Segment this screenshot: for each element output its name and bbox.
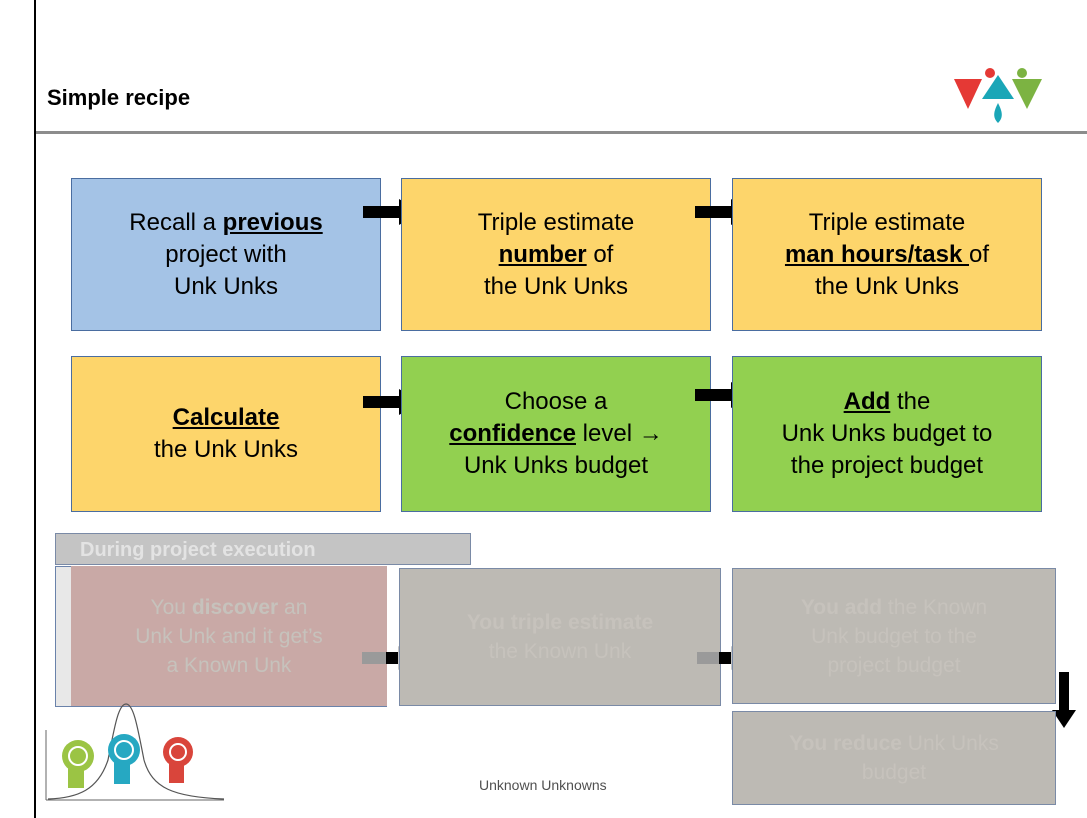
slide-left-border	[34, 0, 36, 818]
step-keyword: Calculate	[172, 404, 280, 431]
step-text: the project budget	[790, 452, 984, 479]
step-text: the Unk Unks	[483, 272, 629, 300]
step-text: project budget	[827, 653, 961, 677]
step-triple-estimate-man-hours: Triple estimate man hours/task of the Un…	[732, 178, 1042, 331]
step-text: level →	[576, 420, 663, 447]
step-recall-previous-project: Recall a previous project with Unk Unks	[71, 178, 381, 331]
step-keyword: confidence	[449, 420, 576, 447]
heads-bell-curve-icon	[45, 703, 225, 801]
step-choose-confidence-level: Choose a confidence level → Unk Unks bud…	[401, 356, 711, 512]
execution-step-reduce-budget: You reduce Unk Unks budget	[732, 711, 1056, 805]
step-keyword: previous	[222, 208, 323, 236]
step-text: budget	[861, 761, 927, 784]
step-text: Choose a	[504, 388, 608, 415]
execution-step-discover: You discover an Unk Unk and it get’s a K…	[71, 566, 387, 706]
slide-title: Simple recipe	[47, 85, 191, 110]
step-text: Unk Unks	[173, 272, 279, 300]
arrow-down-icon	[1052, 672, 1076, 728]
execution-header: During project execution	[55, 533, 471, 565]
execution-step-add-known-unk: You add the Known Unk budget to the proj…	[732, 568, 1056, 704]
step-keyword: man hours/task	[784, 240, 970, 268]
step-text: You	[150, 595, 192, 619]
step-text: a Known Unk	[166, 653, 292, 677]
step-text: the	[890, 388, 931, 415]
step-text: the Unk Unks	[814, 272, 960, 300]
step-text: the Known Unk	[488, 640, 632, 663]
step-text: Triple estimate	[808, 208, 966, 236]
step-add-to-project-budget: Add the Unk Unks budget to the project b…	[732, 356, 1042, 512]
step-keyword: You add	[800, 595, 883, 619]
step-keyword: discover	[191, 595, 279, 619]
slide-footer: Unknown Unknowns	[479, 777, 607, 793]
company-logo	[954, 68, 1042, 123]
step-text: of	[586, 240, 614, 268]
step-keyword: Add	[843, 388, 891, 415]
step-text: the Unk Unks	[153, 436, 299, 463]
step-keyword: You reduce	[789, 732, 902, 755]
step-keyword: number	[498, 240, 587, 268]
step-calculate-unk-unks: Calculate the Unk Unks	[71, 356, 381, 512]
step-triple-estimate-number: Triple estimate number of the Unk Unks	[401, 178, 711, 331]
step-text: Unk Unk and it get’s	[135, 624, 323, 648]
step-text: Unk budget to the	[811, 624, 977, 648]
step-text: of	[969, 240, 990, 268]
step-text: Recall a	[129, 208, 223, 236]
step-text: an	[278, 595, 308, 619]
step-text: the Known	[882, 595, 988, 619]
step-text: project with	[165, 240, 287, 268]
step-text: Unk Unks budget	[463, 452, 649, 479]
step-keyword: You triple estimate	[466, 611, 654, 634]
step-text: Unk Unks	[901, 732, 999, 755]
title-divider	[36, 131, 1087, 134]
execution-step-triple-estimate: You triple estimate the Known Unk	[399, 568, 721, 706]
step-text: Unk Unks budget to	[781, 420, 993, 447]
step-text: Triple estimate	[477, 208, 635, 236]
